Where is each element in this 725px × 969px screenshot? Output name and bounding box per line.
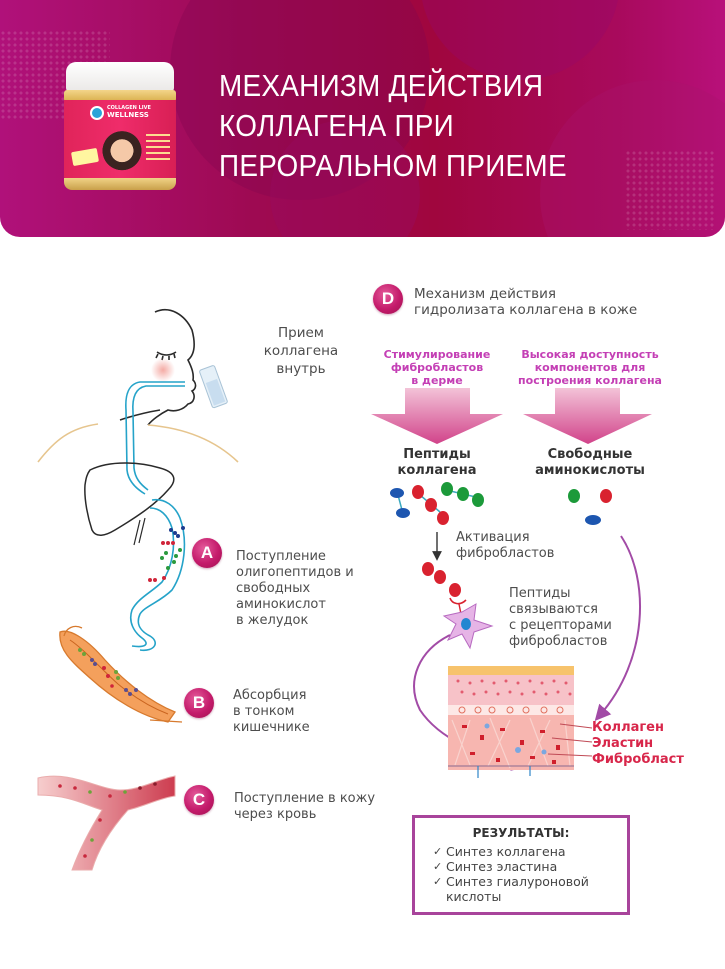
free-amino-acids-line: аминокислоты	[535, 463, 645, 478]
binding-label-line: Пептиды	[509, 586, 571, 601]
step-b-line: Абсорбция	[233, 688, 307, 703]
brand-line-1: COLLAGEN LIVE	[107, 105, 151, 111]
results-box: РЕЗУЛЬТАТЫ: ✓Синтез коллагена ✓Синтез эл…	[412, 815, 630, 915]
decor-circle	[170, 0, 430, 200]
check-icon: ✓	[433, 860, 443, 873]
product-jar-image: COLLAGEN LIVE WELLNESS	[62, 62, 180, 192]
binding-label: Пептиды связываются с рецепторами фиброб…	[509, 586, 639, 650]
down-arrow-right	[523, 388, 652, 444]
arrow-right-label-line: Высокая доступность	[521, 348, 659, 361]
intake-label-line: Прием	[278, 325, 324, 341]
intake-label: Прием коллагена внутрь	[256, 324, 346, 378]
results-item-text: Синтез коллагена	[446, 844, 566, 859]
step-b-text: Абсорбция в тонком кишечнике	[233, 688, 353, 736]
jar-base	[64, 178, 176, 190]
step-b-line: в тонком	[233, 704, 295, 719]
step-d-line: Механизм действия	[414, 286, 557, 302]
collagen-peptides-label: Пептиды коллагена	[378, 447, 496, 479]
decor-dots	[625, 150, 715, 230]
jar-side-text	[146, 134, 170, 164]
purple-arrow-peptides	[413, 634, 528, 771]
step-a-text: Поступление олигопептидов и свободных ам…	[236, 549, 376, 629]
jar-rim	[64, 90, 176, 102]
intake-label-line: внутрь	[276, 361, 326, 377]
step-badge-a: A	[192, 538, 222, 568]
title-line-3: ПЕРОРАЛЬНОМ ПРИЕМЕ	[219, 148, 567, 183]
activation-label-line: Активация	[456, 530, 530, 545]
step-badge-d: D	[373, 284, 403, 314]
skin-label-collagen: Коллаген	[592, 720, 664, 735]
results-item-text: Синтез гиалуроновой кислоты	[446, 874, 589, 904]
collagen-peptides-molecules	[390, 482, 484, 525]
activation-label-line: фибробластов	[456, 546, 555, 561]
stomach-illustration	[129, 498, 186, 652]
results-item: ✓Синтез коллагена	[433, 844, 627, 859]
results-item-text: Синтез эластина	[446, 859, 558, 874]
arrow-left-label-line: фибробластов	[390, 361, 484, 374]
binding-label-line: фибробластов	[509, 634, 608, 649]
liver-ducts	[133, 517, 146, 546]
arrow-right-label-line: компонентов для	[534, 361, 646, 374]
step-a-line: в желудок	[236, 613, 309, 628]
small-intestine-illustration	[59, 625, 183, 723]
step-a-line: Поступление	[236, 549, 326, 564]
page-title: МЕХАНИЗМ ДЕЙСТВИЯ КОЛЛАГЕНА ПРИ ПЕРОРАЛЬ…	[219, 66, 567, 186]
intake-label-line: коллагена	[263, 343, 339, 359]
skin-cross-section-illustration	[448, 666, 593, 778]
step-a-line: олигопептидов и	[236, 565, 354, 580]
liver-illustration	[84, 462, 175, 536]
binding-label-line: с рецепторами	[509, 618, 612, 633]
arrow-left-label-line: Стимулирование	[383, 348, 491, 361]
down-arrow-left	[371, 388, 503, 444]
shoulders-outline	[37, 423, 239, 463]
fibroblast-receptor-illustration	[422, 562, 494, 650]
jar-illustration-face	[102, 130, 142, 176]
collagen-peptides-line: коллагена	[397, 463, 477, 478]
step-a-line: свободных	[236, 581, 311, 596]
water-glass-icon	[199, 365, 228, 409]
jar-lid	[66, 62, 174, 92]
skin-labels: Коллаген Эластин Фибробласт	[592, 720, 712, 768]
stomach-particles	[148, 526, 185, 582]
step-badge-c: C	[184, 785, 214, 815]
head-profile-illustration	[119, 308, 197, 426]
brand-logo-icon	[90, 106, 104, 120]
free-amino-acids-label: Свободные аминокислоты	[520, 447, 660, 479]
results-item: ✓Синтез эластина	[433, 859, 627, 874]
step-c-line: через кровь	[234, 807, 317, 822]
step-b-line: кишечнике	[233, 720, 310, 735]
step-c-line: Поступление в кожу	[234, 791, 376, 806]
brand-line-2: WELLNESS	[107, 111, 149, 119]
arrow-right-label: Высокая доступность компонентов для пост…	[515, 348, 665, 387]
step-badge-b: B	[184, 688, 214, 718]
header-banner: COLLAGEN LIVE WELLNESS МЕХАНИЗМ ДЕЙСТВИЯ…	[0, 0, 725, 237]
title-line-2: КОЛЛАГЕНА ПРИ	[219, 108, 455, 143]
skin-label-elastin: Эластин	[592, 736, 654, 751]
collagen-peptides-line: Пептиды	[403, 447, 471, 462]
step-c-text: Поступление в кожу через кровь	[234, 791, 394, 823]
blood-vessel-illustration	[37, 775, 176, 871]
step-d-text: Механизм действия гидролизата коллагена …	[414, 286, 674, 318]
step-a-line: аминокислот	[236, 597, 326, 612]
activation-label: Активация фибробластов	[456, 530, 576, 562]
title-line-1: МЕХАНИЗМ ДЕЙСТВИЯ	[219, 68, 544, 103]
decor-circle	[270, 120, 420, 237]
arrow-left-label-line: в дерме	[411, 374, 463, 387]
results-item: ✓Синтез гиалуроновой кислоты	[433, 874, 627, 904]
free-amino-acids-molecules	[568, 489, 612, 525]
cheek-blush	[151, 358, 175, 382]
check-icon: ✓	[433, 845, 443, 858]
free-amino-acids-line: Свободные	[547, 447, 633, 462]
step-d-line: гидролизата коллагена в коже	[414, 302, 638, 318]
results-title: РЕЗУЛЬТАТЫ:	[472, 826, 570, 840]
check-icon: ✓	[433, 875, 443, 888]
esophagus-illustration	[125, 381, 185, 495]
brand-name: COLLAGEN LIVE WELLNESS	[107, 105, 151, 119]
binding-label-line: связываются	[509, 602, 598, 617]
results-list: ✓Синтез коллагена ✓Синтез эластина ✓Синт…	[433, 844, 627, 904]
arrow-left-label: Стимулирование фибробластов в дерме	[372, 348, 502, 387]
arrow-right-label-line: построения коллагена	[518, 374, 662, 387]
skin-label-fibroblast: Фибробласт	[592, 752, 684, 767]
